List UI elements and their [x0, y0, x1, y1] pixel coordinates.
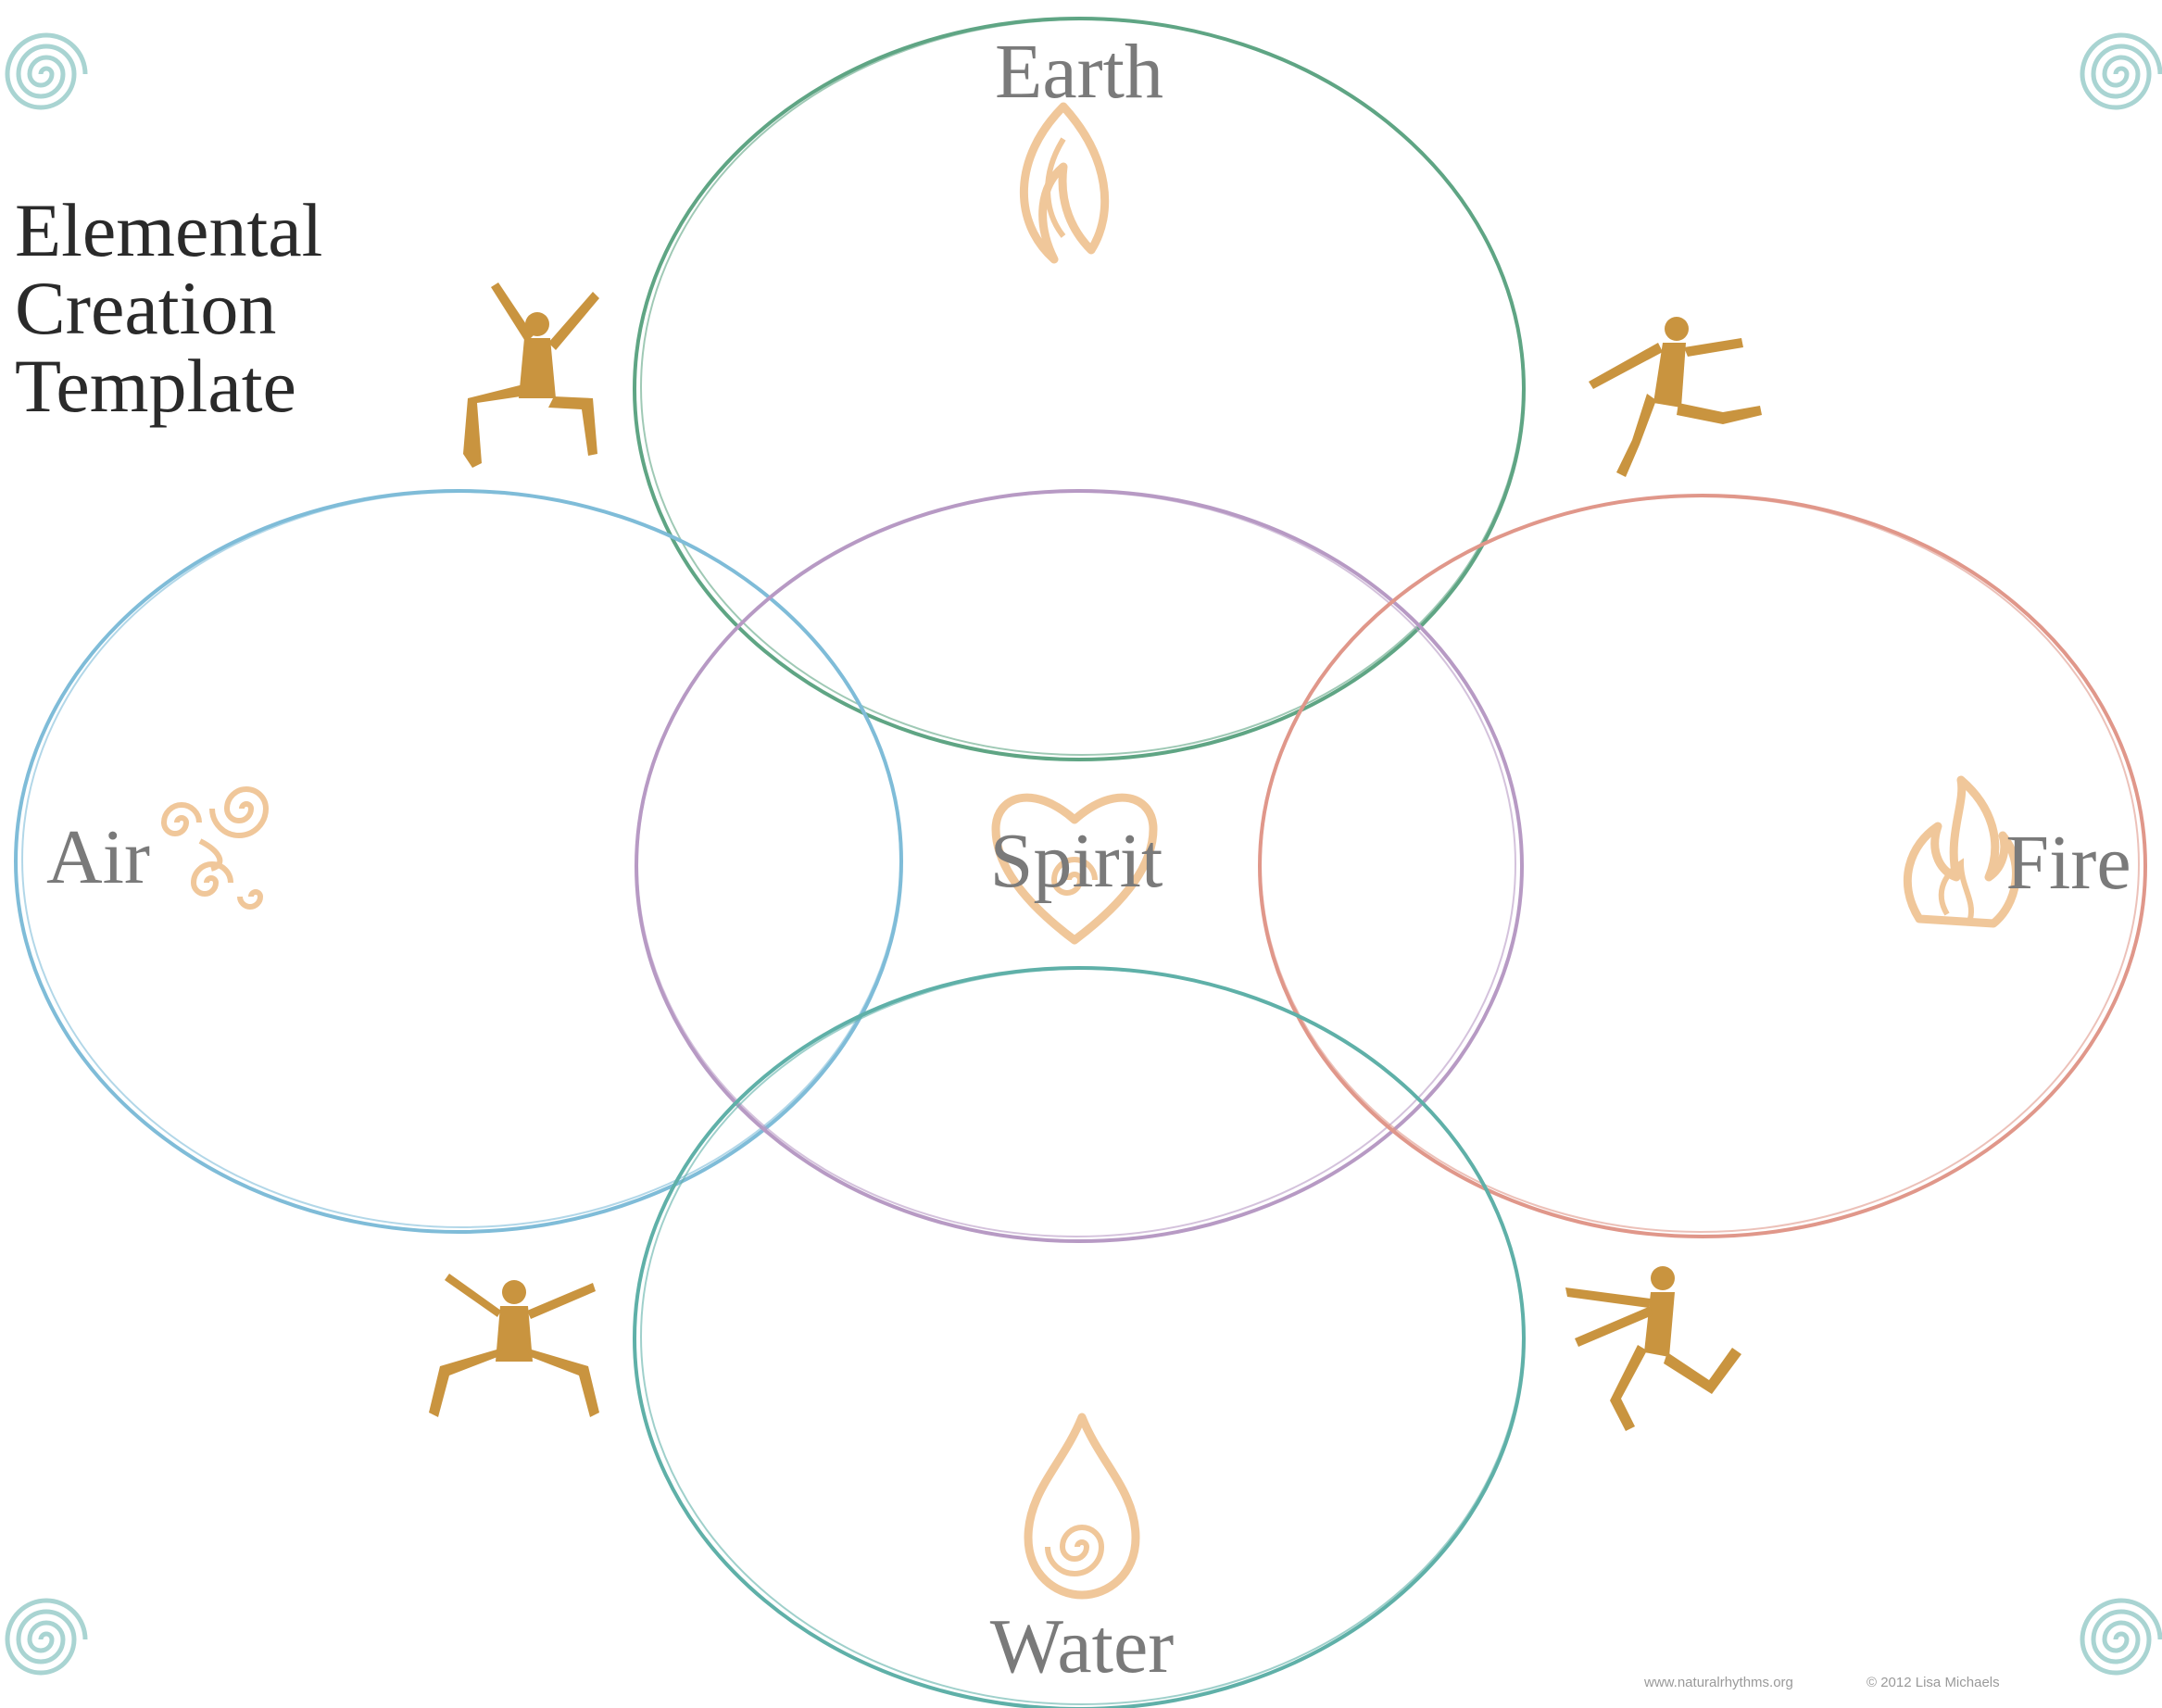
- corner-spiral-top-right-icon: [2082, 35, 2160, 107]
- earth-flame-icon: [1019, 102, 1110, 264]
- air-circle: [14, 489, 903, 1234]
- spirit-circle: [635, 489, 1524, 1243]
- fire-flame-icon: [1903, 775, 2020, 928]
- spirit-heart-icon: [991, 793, 1158, 945]
- footer-website: www.naturalrhythms.org: [1644, 1675, 1793, 1690]
- earth-circle: [633, 17, 1526, 761]
- corner-spiral-top-left-icon: [7, 35, 85, 107]
- crouching-figure-icon: [429, 1274, 599, 1417]
- dancer-figure-icon: [463, 283, 599, 468]
- title-line-2: Creation: [15, 266, 277, 350]
- water-circle: [633, 966, 1526, 1708]
- fire-label: Fire: [2005, 820, 2131, 906]
- water-label: Water: [989, 1603, 1175, 1689]
- fire-circle: [1258, 494, 2147, 1238]
- corner-spiral-bottom-left-icon: [7, 1601, 85, 1673]
- footer-copyright: © 2012 Lisa Michaels: [1867, 1675, 2000, 1690]
- corner-spiral-bottom-right-icon: [2082, 1601, 2160, 1673]
- runner-figure-icon: [1589, 317, 1762, 477]
- air-swirl-icon: [160, 786, 270, 910]
- spirit-label: Spirit: [989, 818, 1163, 904]
- water-drop-icon: [1024, 1413, 1140, 1600]
- earth-label: Earth: [995, 29, 1163, 115]
- title-line-1: Elemental: [15, 188, 323, 272]
- air-label: Air: [46, 814, 150, 900]
- title-line-3: Template: [15, 344, 296, 428]
- leaping-figure-icon: [1565, 1266, 1741, 1431]
